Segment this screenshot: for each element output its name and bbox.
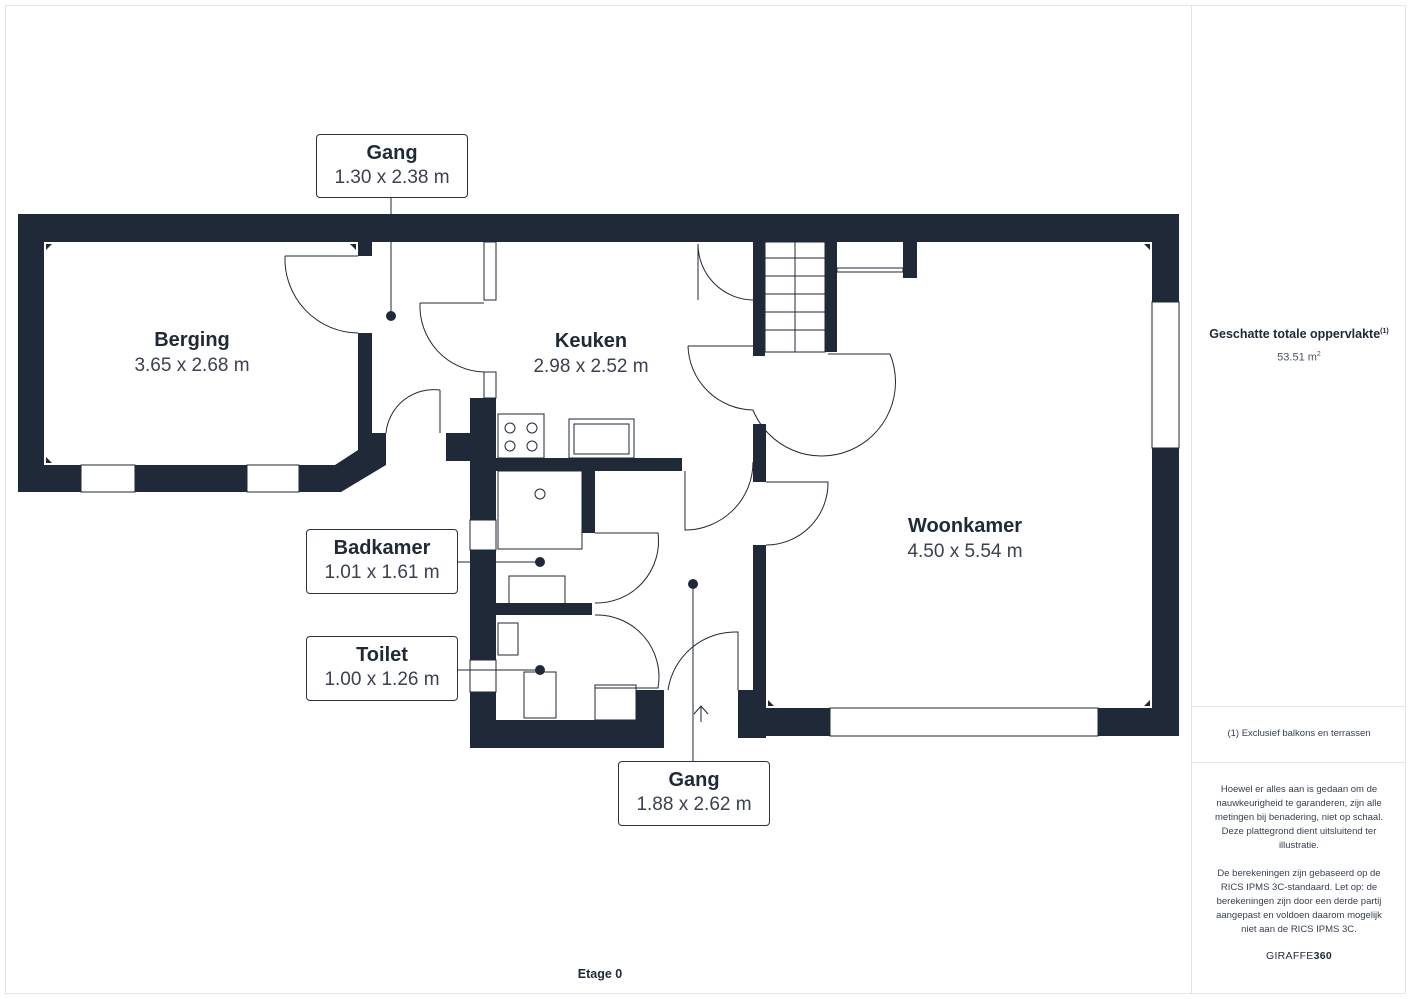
window bbox=[483, 371, 497, 399]
room-name: Keuken bbox=[554, 330, 628, 352]
bath-toilet-wall bbox=[496, 603, 592, 615]
kitchen-counter-wall bbox=[496, 458, 682, 471]
brand-prefix: GIRAFFE bbox=[1265, 950, 1314, 962]
label-woonkamer: Woonkamer 4.50 x 5.54 m bbox=[885, 513, 1045, 565]
disclaimer: Hoewel er alles aan is gedaan om de nauw… bbox=[1210, 783, 1388, 951]
door-arc bbox=[419, 302, 485, 373]
total-area-value: 53.51 m2 bbox=[1192, 351, 1406, 364]
wall-stub bbox=[358, 242, 372, 256]
door-swings bbox=[284, 243, 896, 691]
label-berging: Berging 3.65 x 2.68 m bbox=[112, 327, 272, 379]
room-name: Gang bbox=[668, 769, 720, 791]
footnote-marker: (1) bbox=[1380, 327, 1389, 335]
stair-wall bbox=[753, 242, 765, 356]
window bbox=[246, 464, 300, 493]
door-arc bbox=[284, 255, 359, 334]
door-arc bbox=[594, 614, 660, 689]
toilet-sink bbox=[497, 622, 519, 656]
toilet-cabinet bbox=[594, 684, 637, 721]
total-area-title-text: Geschatte totale oppervlakte bbox=[1209, 327, 1381, 341]
corner-marks bbox=[46, 244, 1150, 706]
wall-stub bbox=[903, 242, 917, 278]
stair-wall bbox=[825, 242, 837, 352]
woonkamer-wall-left bbox=[753, 545, 766, 735]
floor-label: Etage 0 bbox=[577, 967, 623, 981]
room-dimensions: 4.50 x 5.54 m bbox=[907, 541, 1023, 562]
door-arc bbox=[667, 631, 739, 691]
window bbox=[80, 464, 136, 493]
stove bbox=[497, 413, 545, 459]
outer-wall-right bbox=[1152, 214, 1179, 736]
bath-wall bbox=[582, 471, 595, 533]
page-frame bbox=[5, 5, 1406, 994]
room-dimensions: 1.30 x 2.38 m bbox=[334, 167, 450, 188]
room-name: Badkamer bbox=[333, 537, 431, 559]
label-keuken: Keuken 2.98 x 2.52 m bbox=[511, 328, 671, 380]
room-dimensions: 2.98 x 2.52 m bbox=[533, 356, 649, 377]
footnote: (1) Exclusief balkons en terrassen bbox=[1227, 728, 1371, 739]
room-name: Toilet bbox=[356, 644, 408, 666]
inner-wall-vertical bbox=[470, 398, 496, 748]
door-arc bbox=[594, 532, 659, 604]
label-gang-bottom: Gang 1.88 x 2.62 m bbox=[618, 761, 770, 826]
door-arc bbox=[385, 389, 441, 434]
stairs bbox=[764, 241, 826, 353]
label-badkamer: Badkamer 1.01 x 1.61 m bbox=[306, 529, 458, 594]
wall-stub bbox=[636, 690, 664, 748]
disclaimer-paragraph: De berekeningen zijn gebaseerd op de RIC… bbox=[1216, 868, 1382, 935]
window bbox=[829, 707, 1099, 737]
outer-wall-left bbox=[18, 214, 44, 492]
disclaimer-paragraph: Hoewel er alles aan is gedaan om de nauw… bbox=[1215, 784, 1383, 851]
window bbox=[483, 241, 497, 301]
sink bbox=[568, 418, 635, 459]
toilet-bowl bbox=[523, 671, 557, 719]
label-toilet: Toilet 1.00 x 1.26 m bbox=[306, 636, 458, 701]
total-area-title: Geschatte totale oppervlakte(1) bbox=[1192, 327, 1406, 341]
window bbox=[469, 519, 497, 551]
sidebar-separator bbox=[1192, 762, 1406, 763]
door-arc bbox=[687, 345, 896, 457]
outer-wall-bottom-middle bbox=[470, 720, 664, 748]
fixtures bbox=[497, 413, 709, 722]
leader-dots bbox=[386, 311, 698, 675]
brand-logo: GIRAFFE360 bbox=[1192, 950, 1406, 962]
leader-lines bbox=[390, 198, 694, 761]
outer-wall-bottom-left bbox=[18, 433, 386, 492]
window bbox=[469, 659, 497, 693]
bath-sink bbox=[508, 575, 566, 606]
brand-suffix: 360 bbox=[1313, 950, 1333, 962]
woonkamer-wall-left bbox=[753, 424, 766, 482]
wall-stub bbox=[446, 433, 470, 461]
room-dimensions: 1.88 x 2.62 m bbox=[636, 794, 752, 815]
room-dimensions: 1.00 x 1.26 m bbox=[324, 669, 440, 690]
outer-wall-top bbox=[18, 214, 1179, 242]
sidebar-divider bbox=[1191, 5, 1192, 994]
room-dimensions: 1.01 x 1.61 m bbox=[324, 562, 440, 583]
room-name: Berging bbox=[154, 329, 230, 351]
label-gang-top: Gang 1.30 x 2.38 m bbox=[316, 134, 468, 198]
window bbox=[1151, 301, 1180, 449]
area-unit-superscript: 2 bbox=[1316, 351, 1321, 358]
door-arc bbox=[697, 243, 754, 301]
window bbox=[836, 267, 904, 273]
door-arc bbox=[684, 461, 754, 531]
sidebar-separator bbox=[1192, 706, 1406, 707]
walls bbox=[18, 214, 1179, 748]
total-area-number: 53.51 m bbox=[1277, 351, 1317, 364]
windows bbox=[80, 241, 1180, 737]
door-arc bbox=[765, 481, 829, 546]
berging-wall-right bbox=[358, 333, 372, 453]
room-name: Gang bbox=[366, 142, 418, 164]
room-dimensions: 3.65 x 2.68 m bbox=[134, 355, 250, 376]
room-name: Woonkamer bbox=[907, 515, 1023, 537]
shower bbox=[497, 470, 583, 550]
